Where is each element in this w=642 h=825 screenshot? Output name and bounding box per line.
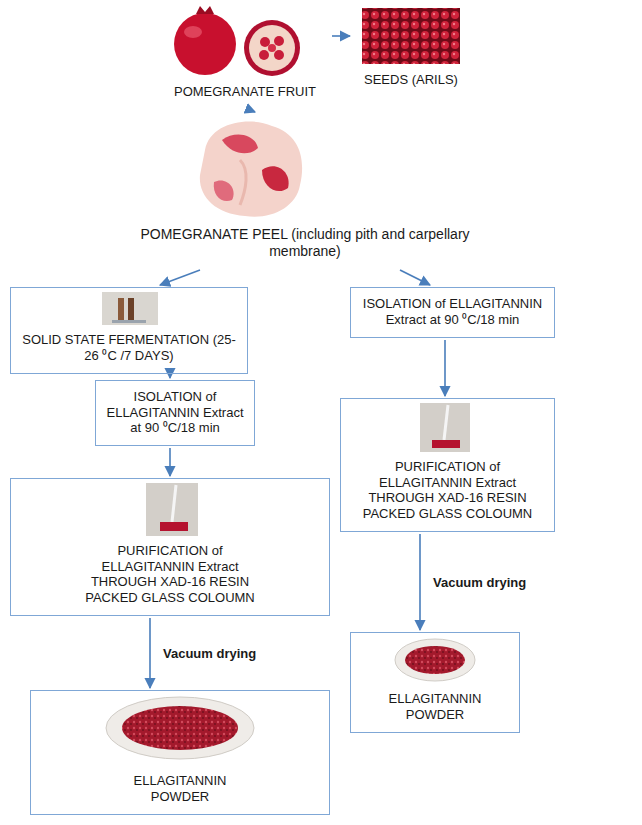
flow-arrow — [169, 376, 171, 378]
node-text: ISOLATION of ELLAGITANNIN Extract at 90 … — [359, 296, 546, 327]
node-text: POMEGRANATE PEEL (including pith and car… — [103, 226, 507, 260]
process-box: ELLAGITANNIN POWDER — [30, 690, 330, 815]
node-text: ELLAGITANNIN POWDER — [360, 691, 510, 722]
column-photo-right — [420, 403, 470, 452]
process-box: PURIFICATION of ELLAGITANNIN Extract THR… — [10, 478, 330, 616]
column-photo-left — [146, 483, 198, 536]
process-box: ISOLATION of ELLAGITANNIN Extract at 90 … — [95, 380, 255, 446]
flow-arrow — [444, 340, 446, 396]
flow-arrow — [332, 35, 350, 37]
process-box: ISOLATION of ELLAGITANNIN Extract at 90 … — [350, 287, 555, 338]
edge-label: Vacuum drying — [430, 574, 529, 591]
powder-dish-left — [106, 697, 254, 759]
powder-dish-right — [395, 639, 475, 681]
node-text: PURIFICATION of ELLAGITANNIN Extract THR… — [75, 543, 265, 605]
process-box: SOLID STATE FERMENTATION (25-26 ⁰C /7 DA… — [10, 287, 248, 374]
flow-arrow — [169, 448, 171, 476]
pomegranate-fruit-picture — [174, 6, 300, 76]
node-text: SEEDS (ARILS) — [360, 72, 462, 88]
flow-arrow — [419, 534, 421, 630]
flow-arrow — [149, 618, 151, 688]
process-box: ELLAGITANNIN POWDER — [350, 632, 520, 733]
node-text: ELLAGITANNIN POWDER — [105, 773, 255, 804]
flow-arrow — [400, 270, 430, 285]
process-box: PURIFICATION of ELLAGITANNIN Extract THR… — [340, 398, 555, 532]
arils-picture — [362, 8, 460, 64]
node-text: POMEGRANATE FRUIT — [168, 84, 322, 100]
flow-arrow — [250, 110, 255, 112]
picture-label: POMEGRANATE PEEL (including pith and car… — [95, 114, 515, 268]
node-text: SOLID STATE FERMENTATION (25-26 ⁰C /7 DA… — [19, 332, 239, 363]
node-text: PURIFICATION of ELLAGITANNIN Extract THR… — [355, 459, 540, 521]
peel-picture — [200, 121, 302, 216]
edge-label: Vacuum drying — [160, 645, 259, 662]
flow-arrow — [160, 270, 200, 285]
picture-label: POMEGRANATE FRUIT — [160, 2, 330, 108]
picture-label: SEEDS (ARILS) — [352, 2, 470, 96]
fermentation-photo — [102, 292, 158, 325]
node-text: ISOLATION of ELLAGITANNIN Extract at 90 … — [104, 389, 246, 436]
